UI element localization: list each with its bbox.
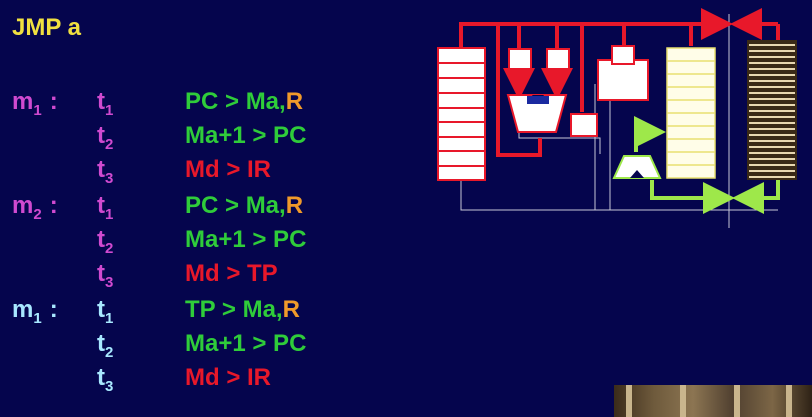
timing-step: t3	[97, 364, 114, 395]
control-unit	[597, 45, 649, 101]
register-box	[508, 48, 532, 70]
micro-op-label: m1:	[12, 88, 58, 119]
transfer-operation: Ma+1 > PC	[185, 330, 307, 357]
red-bus	[459, 8, 780, 157]
corner-photo	[614, 385, 812, 417]
register-file	[437, 47, 486, 181]
timing-step: t3	[97, 260, 114, 291]
register-box	[546, 48, 570, 70]
transfer-operation: Md > IR	[185, 364, 272, 391]
green-bus	[634, 116, 780, 214]
transfer-operation: Md > TP	[185, 260, 278, 287]
page-title: JMP a	[12, 14, 81, 41]
address-alu	[612, 155, 662, 179]
timing-step: t2	[97, 122, 114, 153]
transfer-operation: PC > Ma,R	[185, 88, 304, 115]
transfer-operation: Ma+1 > PC	[185, 226, 307, 253]
timing-step: t1	[97, 296, 114, 327]
micro-op-label: m1:	[12, 296, 58, 327]
transfer-operation: PC > Ma,R	[185, 192, 304, 219]
alu-shape	[506, 94, 568, 133]
transfer-operation: Md > IR	[185, 156, 272, 183]
memory-block	[666, 47, 716, 179]
micro-op-label: m2:	[12, 192, 58, 223]
transfer-operation: TP > Ma,R	[185, 296, 300, 323]
timing-step: t2	[97, 330, 114, 361]
timing-step: t2	[97, 226, 114, 257]
storage-block	[747, 40, 797, 180]
register-box	[570, 113, 598, 137]
timing-step: t1	[97, 88, 114, 119]
timing-step: t3	[97, 156, 114, 187]
timing-step: t1	[97, 192, 114, 223]
transfer-operation: Ma+1 > PC	[185, 122, 307, 149]
